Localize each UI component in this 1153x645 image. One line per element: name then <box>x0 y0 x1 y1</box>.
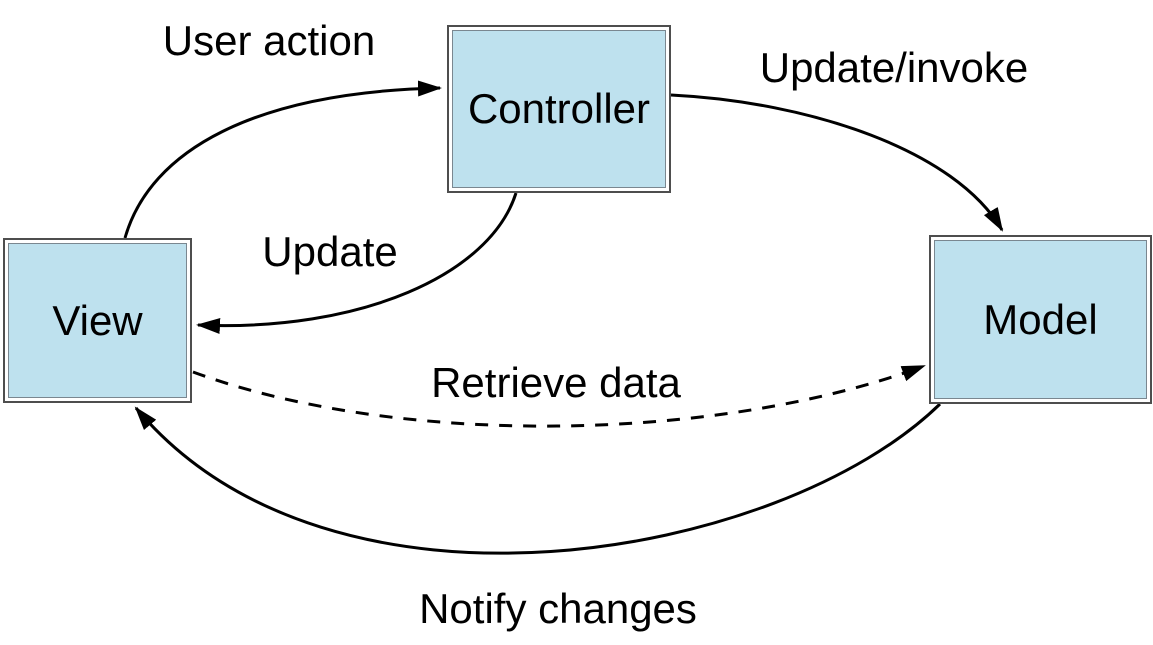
edge-label-update: Update <box>262 227 398 275</box>
edge-label-user-action: User action <box>162 16 376 64</box>
node-controller-label: Controller <box>467 85 651 132</box>
arrow-user-action <box>123 80 442 239</box>
node-model: Model <box>929 235 1152 404</box>
node-view-label: View <box>52 296 143 344</box>
node-model-label: Model <box>983 295 1098 343</box>
node-controller: Controller <box>447 25 671 193</box>
edge-label-update-invoke: Update/invoke <box>759 43 1029 91</box>
node-view: View <box>3 238 192 403</box>
arrow-update <box>196 192 518 334</box>
edge-label-retrieve-data: Retrieve data <box>431 358 681 406</box>
arrow-notify-changes <box>134 402 942 555</box>
edge-label-notify-changes: Notify changes <box>419 584 697 632</box>
arrow-retrieve-data <box>192 364 926 428</box>
arrow-update-invoke <box>670 93 1004 232</box>
